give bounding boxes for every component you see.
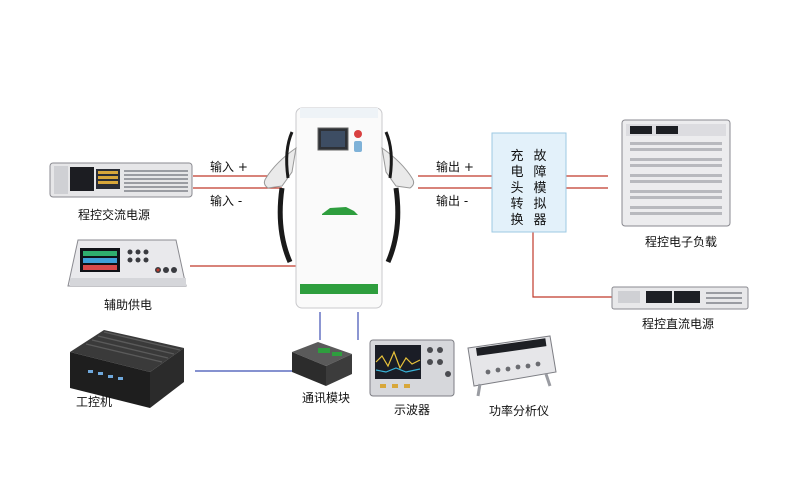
aux-supply-device bbox=[67, 239, 187, 287]
dc-source-label: 程控直流电源 bbox=[642, 317, 715, 331]
simulator-char: 转 bbox=[510, 197, 524, 212]
line-dc-source bbox=[532, 232, 612, 298]
simulator-char: 故 bbox=[533, 149, 547, 164]
car-logo-icon bbox=[322, 207, 358, 215]
input-neg-label: 输入 - bbox=[210, 194, 243, 208]
ipc-device bbox=[70, 330, 184, 408]
comm-module-label: 通讯模块 bbox=[302, 391, 351, 405]
simulator-char: 充 bbox=[510, 149, 524, 164]
simulator-char: 拟 bbox=[533, 197, 547, 212]
simulator-box bbox=[491, 132, 567, 233]
simulator-char: 头 bbox=[510, 181, 524, 196]
dc-source-device bbox=[611, 286, 749, 310]
ipc-label: 工控机 bbox=[76, 395, 113, 409]
simulator-char: 换 bbox=[510, 213, 524, 228]
input-pos-label: 输入 + bbox=[210, 160, 248, 174]
simulator-char: 障 bbox=[533, 165, 547, 180]
electronic-load-label: 程控电子负载 bbox=[645, 235, 718, 249]
electronic-load-device bbox=[621, 119, 731, 227]
output-pos-label: 输出 + bbox=[436, 160, 474, 174]
simulator-text-col1: 充 电 头 转 换 bbox=[510, 149, 524, 229]
power-analyzer-label: 功率分析仪 bbox=[489, 404, 550, 418]
ac-source-label: 程控交流电源 bbox=[78, 208, 151, 222]
oscilloscope-label: 示波器 bbox=[394, 403, 431, 417]
output-neg-label: 输出 - bbox=[436, 194, 469, 208]
simulator-char: 器 bbox=[533, 213, 547, 228]
simulator-char: 电 bbox=[510, 165, 524, 180]
oscilloscope-device bbox=[369, 339, 455, 397]
aux-supply-label: 辅助供电 bbox=[104, 298, 153, 312]
power-analyzer-device bbox=[467, 335, 557, 397]
simulator-char: 模 bbox=[533, 181, 547, 196]
ac-source-device bbox=[49, 162, 193, 198]
simulator-text-col2: 故 障 模 拟 器 bbox=[533, 149, 547, 229]
comm-lines bbox=[195, 312, 359, 372]
comm-module-device bbox=[292, 342, 352, 386]
charger-pile bbox=[263, 107, 415, 309]
charger-band bbox=[300, 284, 378, 294]
